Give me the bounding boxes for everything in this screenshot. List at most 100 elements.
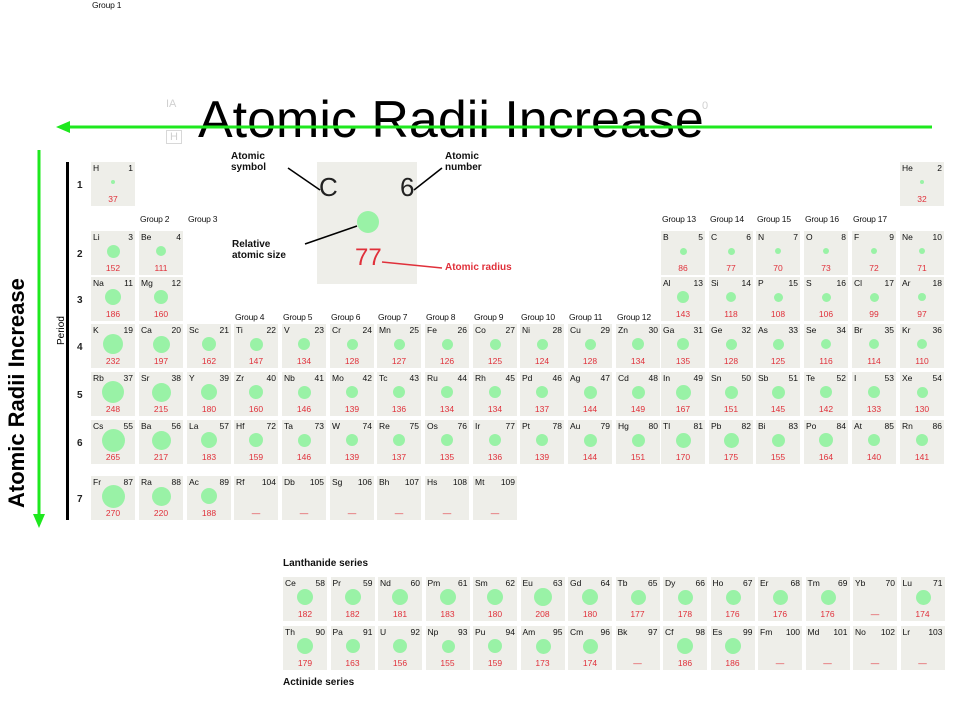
- atomic-number: 39: [219, 373, 229, 383]
- atomic-number: 83: [788, 421, 798, 431]
- element-symbol: Zn: [618, 325, 628, 335]
- atom-size-dot: [820, 590, 836, 605]
- atomic-radius-value: 130: [914, 404, 930, 414]
- legend-radius-label: Atomic radius: [445, 262, 512, 273]
- atom-size-dot: [919, 248, 925, 254]
- atomic-radius-value: 116: [819, 356, 833, 366]
- legend-symbol-label: Atomic symbol: [231, 151, 267, 173]
- atomic-number: 72: [266, 421, 276, 431]
- atomic-number: 45: [505, 373, 515, 383]
- atomic-radius-value: 134: [439, 404, 455, 414]
- atomic-number: 77: [505, 421, 515, 431]
- atomic-radius-value: 155: [770, 452, 786, 462]
- element-symbol: B: [663, 232, 669, 242]
- atomic-number: 38: [171, 373, 181, 383]
- atomic-radius-value: 183: [201, 452, 217, 462]
- atom-size-dot: [917, 387, 928, 398]
- atom-size-dot: [918, 293, 926, 301]
- atomic-number: 63: [553, 578, 563, 588]
- element-symbol: La: [189, 421, 199, 431]
- element-symbol: Zr: [236, 373, 245, 383]
- group-header: Group 14: [710, 214, 744, 224]
- atomic-radius-value: 159: [248, 452, 264, 462]
- atom-size-dot: [915, 590, 931, 605]
- element-symbol: Cs: [93, 421, 104, 431]
- atomic-radius-value: 139: [344, 404, 360, 414]
- atom-size-dot: [489, 386, 501, 398]
- atomic-number: 69: [838, 578, 848, 588]
- atomic-number: 25: [409, 325, 419, 335]
- period-number: 2: [77, 249, 83, 260]
- element-symbol: Cd: [618, 373, 629, 383]
- atomic-number: 42: [362, 373, 372, 383]
- atom-size-dot: [870, 293, 879, 302]
- atom-size-dot: [487, 589, 503, 605]
- atom-size-dot: [773, 590, 788, 605]
- atomic-number: 104: [261, 477, 276, 487]
- atom-size-dot: [819, 433, 833, 447]
- atomic-radius-value: 176: [772, 609, 788, 619]
- atomic-radius-value: 139: [344, 452, 360, 462]
- atomic-radius-value: 152: [105, 263, 121, 273]
- atom-size-dot: [774, 293, 783, 302]
- element-symbol: Rh: [475, 373, 486, 383]
- element-symbol: Cu: [570, 325, 581, 335]
- atomic-number: 10: [932, 232, 942, 242]
- atom-size-dot: [823, 248, 829, 254]
- element-symbol: Cm: [570, 627, 584, 637]
- group-header: Group 6: [331, 312, 361, 322]
- atomic-number: 105: [309, 477, 324, 487]
- element-symbol: Pt: [522, 421, 531, 431]
- atomic-radius-value: 180: [487, 609, 503, 619]
- atom-size-dot: [249, 385, 263, 399]
- element-symbol: Ba: [141, 421, 152, 431]
- period-number: 5: [77, 390, 83, 401]
- element-symbol: Na: [93, 278, 104, 288]
- atomic-number: 34: [836, 325, 846, 335]
- atom-size-dot: [107, 245, 120, 258]
- actinide-label: Actinide series: [283, 677, 355, 688]
- atomic-radius-value: 220: [153, 508, 169, 518]
- atomic-radius-value: 155: [440, 658, 455, 668]
- atom-size-dot: [249, 433, 263, 447]
- element-symbol: Cr: [332, 325, 341, 335]
- atomic-radius-value: 144: [582, 404, 598, 414]
- atomic-radius-value: —: [870, 658, 880, 668]
- atomic-number: 47: [600, 373, 610, 383]
- atom-size-dot: [441, 640, 455, 653]
- atomic-radius-value: 159: [487, 658, 503, 668]
- atomic-radius-value: —: [347, 508, 357, 518]
- atom-size-dot: [725, 386, 738, 399]
- atomic-number: 70: [885, 578, 895, 588]
- group-header: Group 1: [92, 0, 122, 10]
- element-symbol: S: [806, 278, 812, 288]
- element-symbol: Gd: [570, 578, 582, 588]
- element-symbol: Pd: [522, 373, 533, 383]
- atomic-radius-value: 145: [770, 404, 786, 414]
- atom-size-dot: [394, 339, 405, 350]
- atom-size-dot: [102, 429, 125, 452]
- element-symbol: U: [380, 627, 387, 637]
- element-symbol: Es: [712, 627, 723, 637]
- atom-size-dot: [250, 338, 263, 351]
- atomic-number: 66: [695, 578, 705, 588]
- atom-size-dot: [680, 248, 687, 255]
- atomic-radius-value: 174: [915, 609, 930, 619]
